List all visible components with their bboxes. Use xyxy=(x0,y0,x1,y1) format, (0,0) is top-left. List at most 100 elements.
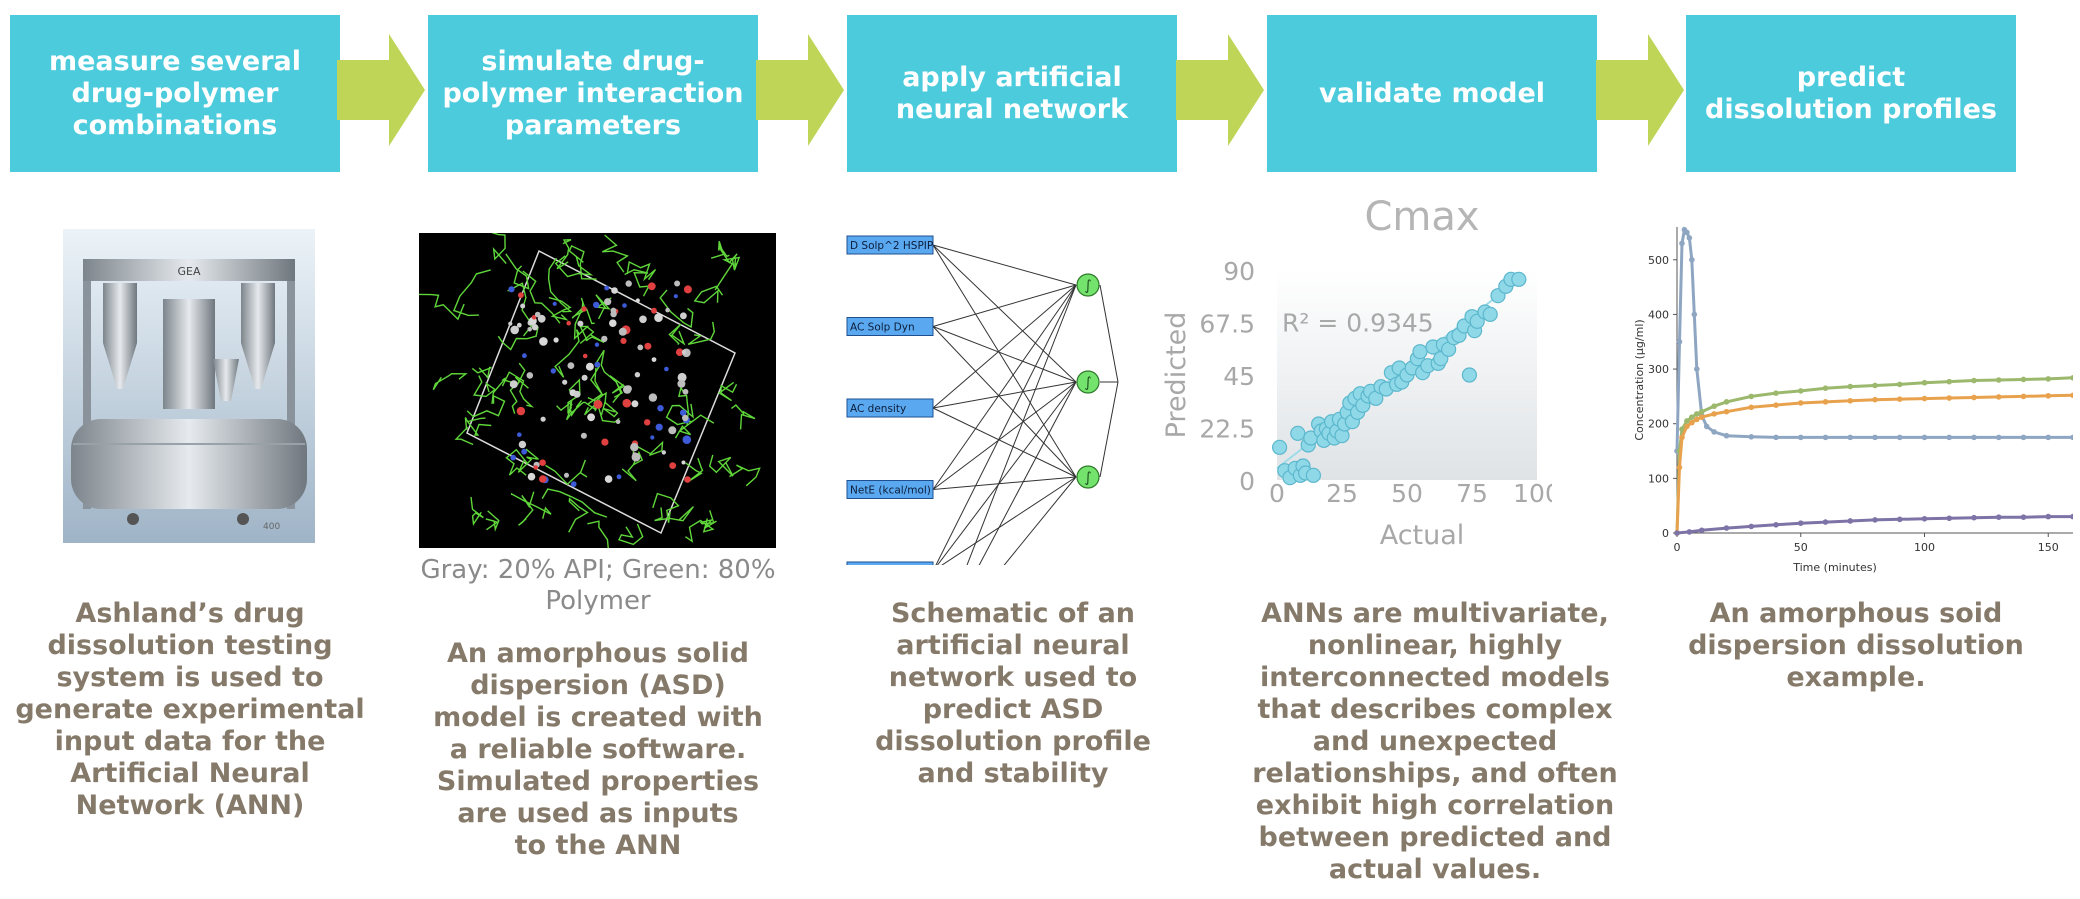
series-point xyxy=(1896,516,1903,523)
api-atom xyxy=(618,327,627,336)
series-point xyxy=(1797,388,1804,394)
polymer-strand xyxy=(668,323,686,346)
api-atom xyxy=(682,414,689,422)
polymer-strand xyxy=(654,506,694,522)
x-axis-label: Actual xyxy=(1380,520,1465,550)
series-point xyxy=(1711,403,1717,410)
series-point xyxy=(1995,434,2002,441)
api-atom xyxy=(624,385,632,393)
connection-line xyxy=(1003,476,1077,565)
api-atom xyxy=(637,344,644,351)
polymer-strand xyxy=(548,296,572,321)
series-point xyxy=(1946,515,1953,522)
api-atom xyxy=(526,372,534,379)
output-line xyxy=(1099,381,1119,478)
arrow-right-icon xyxy=(756,34,844,146)
series-point xyxy=(2020,434,2027,441)
polymer-strand xyxy=(618,523,644,546)
api-atom xyxy=(601,335,608,343)
polymer-strand xyxy=(568,244,597,280)
step-2-label: simulate drug- polymer interaction param… xyxy=(442,45,744,141)
series-point xyxy=(1896,434,1903,441)
api-atom xyxy=(665,307,670,313)
api-atom xyxy=(661,450,666,455)
step-3-label: apply artificial neural network xyxy=(895,61,1129,125)
api-atom xyxy=(677,372,687,382)
polymer-strand xyxy=(454,417,474,446)
api-atom xyxy=(654,313,663,322)
polymer-strand xyxy=(491,362,526,404)
connection-line xyxy=(936,381,1077,565)
api-atom xyxy=(681,349,687,355)
connection-line xyxy=(932,381,1077,409)
series-point xyxy=(1679,434,1685,441)
y-tick-label: 100 xyxy=(1648,472,1669,485)
api-atom xyxy=(674,280,681,287)
api-atom xyxy=(522,353,527,359)
x-tick-label: 50 xyxy=(1794,541,1808,554)
input-node: AC density xyxy=(846,398,934,418)
series-point xyxy=(1946,378,1953,385)
api-atom xyxy=(534,311,541,318)
connection-line xyxy=(932,244,1077,383)
step-4-box: validate model xyxy=(1267,15,1597,172)
series-point xyxy=(1773,522,1779,528)
y-tick-label: 0 xyxy=(1662,527,1669,540)
series-point xyxy=(1676,338,1683,345)
api-atom xyxy=(585,362,594,371)
polymer-strand xyxy=(729,464,761,487)
polymer-strand xyxy=(571,297,595,325)
chart-title: Cmax xyxy=(1364,194,1479,240)
series-point xyxy=(1995,377,2002,383)
step-3-box: apply artificial neural network xyxy=(847,15,1177,172)
polymer-strand xyxy=(674,414,715,439)
output-line xyxy=(1099,284,1119,383)
series-point xyxy=(1689,256,1695,263)
api-atom xyxy=(632,452,637,457)
api-atom xyxy=(680,312,687,320)
y-tick-label: 90 xyxy=(1223,257,1255,286)
polymer-strand xyxy=(699,510,717,530)
activation-icon: ∫ xyxy=(1084,278,1091,294)
polymer-strand xyxy=(501,371,535,408)
series-point xyxy=(1711,429,1717,435)
connection-line xyxy=(935,284,1077,565)
r-squared-annotation: R² = 0.9345 xyxy=(1282,309,1434,338)
api-atom xyxy=(644,419,651,426)
panel-5-caption: An amorphous soid dispersion dissolution… xyxy=(1688,598,2024,693)
polymer-strand xyxy=(587,365,604,405)
step-1-label: measure several drug-polymer combination… xyxy=(48,45,302,141)
series-point xyxy=(1676,464,1683,471)
x-tick-label: 0 xyxy=(1674,541,1681,554)
polymer-strand xyxy=(554,329,580,378)
polymer-strand xyxy=(510,492,552,519)
api-atom xyxy=(508,321,513,326)
series-point xyxy=(1797,520,1804,526)
series-point xyxy=(1847,518,1854,524)
series-point xyxy=(2070,375,2073,381)
api-atom xyxy=(639,315,647,324)
api-atom xyxy=(564,472,569,478)
x-tick-label: 50 xyxy=(1391,479,1423,508)
series-point xyxy=(1847,397,1854,404)
series-point xyxy=(1797,434,1804,441)
api-atom xyxy=(540,416,546,422)
series-point xyxy=(1921,515,1928,522)
api-atom xyxy=(552,301,557,306)
polymer-strand xyxy=(554,255,594,278)
equipment-brand-label: GEA xyxy=(178,265,201,278)
series-point xyxy=(1723,525,1730,531)
series-point xyxy=(1679,240,1685,247)
api-atom xyxy=(611,287,618,294)
series-point xyxy=(1684,423,1690,430)
polymer-strand xyxy=(471,366,492,380)
connection-line xyxy=(941,476,1077,565)
series-point xyxy=(1872,382,1878,389)
api-atom xyxy=(635,298,640,303)
connection-line xyxy=(966,284,1077,565)
series-point xyxy=(2070,434,2073,441)
series-point xyxy=(1684,229,1690,236)
series-point xyxy=(1686,235,1693,241)
y-tick-label: 400 xyxy=(1648,308,1669,321)
series-point xyxy=(1822,434,1829,441)
